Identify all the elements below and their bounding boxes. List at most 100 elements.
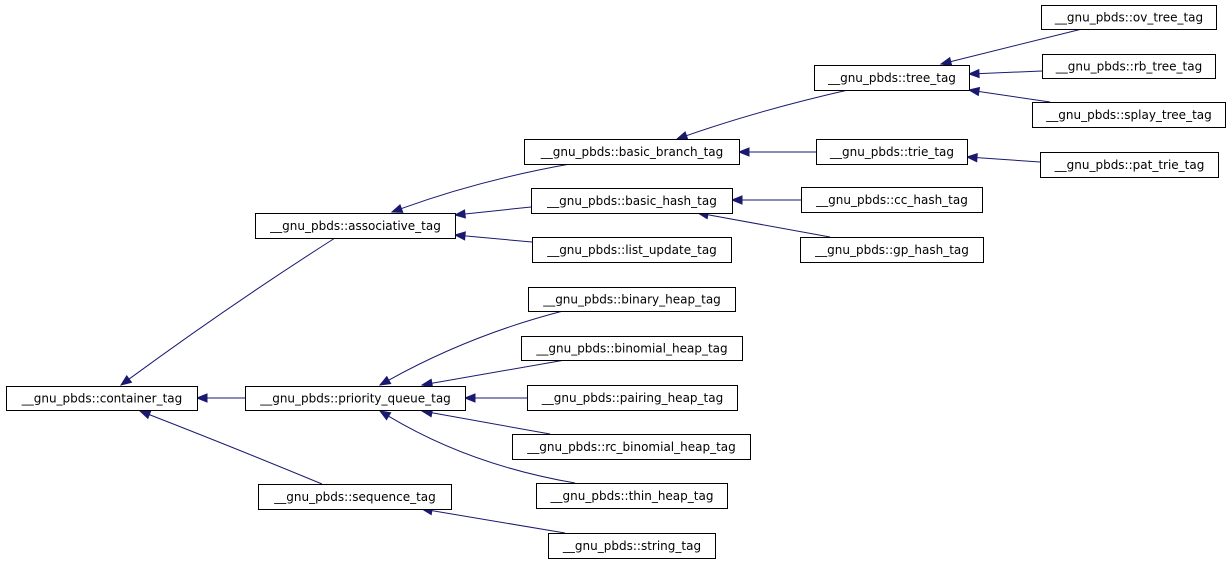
- class-node-box: [532, 237, 732, 263]
- arrowhead-icon: [390, 203, 404, 213]
- class-node-box: [1042, 54, 1216, 79]
- edge-line: [431, 359, 566, 384]
- class-node-ov-tree-tag[interactable]: __gnu_pbds::ov_tree_tag: [1041, 5, 1217, 30]
- class-node-basic-branch-tag[interactable]: __gnu_pbds::basic_branch_tag: [524, 139, 740, 165]
- class-node-tree-tag[interactable]: __gnu_pbds::tree_tag: [814, 65, 970, 91]
- arrowhead-icon: [967, 68, 980, 79]
- class-node-label: __gnu_pbds::tree_tag: [827, 71, 956, 85]
- class-node-box: [800, 237, 984, 263]
- class-node-label: __gnu_pbds::pat_trie_tag: [1054, 158, 1205, 172]
- arrowhead-icon: [119, 374, 133, 386]
- class-node-label: __gnu_pbds::rc_binomial_heap_tag: [526, 440, 736, 454]
- inheritance-edge-thin_heap_tag-to-priority_queue_tag: [378, 410, 576, 484]
- inheritance-edge-priority_queue_tag-to-container_tag: [195, 393, 245, 403]
- class-node-binomial-heap-tag[interactable]: __gnu_pbds::binomial_heap_tag: [521, 336, 743, 361]
- class-node-label: __gnu_pbds::cc_hash_tag: [815, 193, 968, 207]
- inheritance-edge-basic_branch_tag-to-associative_tag: [390, 163, 571, 213]
- inheritance-edge-binary_heap_tag-to-priority_queue_tag: [378, 310, 564, 386]
- inheritance-edge-pat_trie_tag-to-trie_tag: [965, 152, 1041, 163]
- inheritance-edge-rc_binomial_heap_tag-to-priority_queue_tag: [420, 408, 551, 435]
- class-node-box: [1041, 5, 1217, 30]
- class-node-splay-tree-tag[interactable]: __gnu_pbds::splay_tree_tag: [1032, 102, 1226, 128]
- edge-line: [431, 412, 551, 435]
- inheritance-edge-list_update_tag-to-associative_tag: [453, 231, 533, 243]
- class-node-basic-hash-tag[interactable]: __gnu_pbds::basic_hash_tag: [531, 188, 733, 214]
- edge-line: [978, 90, 1051, 103]
- nodes-layer: __gnu_pbds::container_tag __gnu_pbds::ass…: [6, 5, 1226, 559]
- edges-layer: [119, 28, 1083, 534]
- class-node-binary-heap-tag[interactable]: __gnu_pbds::binary_heap_tag: [528, 287, 736, 312]
- inheritance-edge-binomial_heap_tag-to-priority_queue_tag: [420, 359, 566, 388]
- class-node-label: __gnu_pbds::string_tag: [562, 539, 701, 553]
- edge-line: [686, 89, 849, 137]
- inheritance-edge-cc_hash_tag-to-basic_hash_tag: [730, 195, 801, 205]
- class-node-rc-binomial-heap-tag[interactable]: __gnu_pbds::rc_binomial_heap_tag: [512, 434, 751, 460]
- arrowhead-icon: [730, 195, 743, 205]
- class-node-box: [258, 484, 452, 510]
- arrowhead-icon: [138, 410, 152, 420]
- edge-line: [707, 214, 831, 238]
- class-node-thin-heap-tag[interactable]: __gnu_pbds::thin_heap_tag: [536, 483, 728, 509]
- arrowhead-icon: [195, 393, 208, 403]
- edge-line: [464, 206, 532, 215]
- class-node-pat-trie-tag[interactable]: __gnu_pbds::pat_trie_tag: [1040, 152, 1219, 178]
- inheritance-edge-splay_tree_tag-to-tree_tag: [967, 86, 1051, 103]
- class-node-box: [512, 434, 751, 460]
- class-node-box: [1040, 152, 1219, 178]
- edge-line: [388, 415, 576, 484]
- arrowhead-icon: [453, 231, 466, 241]
- class-node-box: [245, 386, 466, 411]
- arrowhead-icon: [939, 56, 953, 67]
- class-node-label: __gnu_pbds::rb_tree_tag: [1055, 60, 1202, 74]
- class-node-cc-hash-tag[interactable]: __gnu_pbds::cc_hash_tag: [801, 187, 983, 213]
- class-node-label: __gnu_pbds::splay_tree_tag: [1045, 108, 1212, 122]
- class-node-trie-tag[interactable]: __gnu_pbds::trie_tag: [816, 139, 968, 165]
- class-node-label: __gnu_pbds::basic_branch_tag: [540, 145, 724, 159]
- class-node-priority-queue-tag[interactable]: __gnu_pbds::priority_queue_tag: [245, 386, 466, 411]
- class-node-label: __gnu_pbds::pairing_heap_tag: [541, 391, 723, 405]
- class-node-label: __gnu_pbds::gp_hash_tag: [814, 243, 969, 257]
- class-node-box: [536, 483, 728, 509]
- class-node-box: [527, 385, 738, 411]
- inheritance-edge-sequence_tag-to-container_tag: [138, 410, 323, 485]
- arrowhead-icon: [463, 393, 476, 403]
- class-node-list-update-tag[interactable]: __gnu_pbds::list_update_tag: [532, 237, 732, 263]
- class-node-box: [1032, 102, 1226, 128]
- class-node-container-tag[interactable]: __gnu_pbds::container_tag: [6, 386, 198, 411]
- class-node-label: __gnu_pbds::binomial_heap_tag: [535, 342, 727, 356]
- arrowhead-icon: [737, 147, 750, 157]
- edge-line: [401, 163, 571, 210]
- class-node-rb-tree-tag[interactable]: __gnu_pbds::rb_tree_tag: [1042, 54, 1216, 79]
- class-node-associative-tag[interactable]: __gnu_pbds::associative_tag: [255, 213, 456, 239]
- class-node-label: __gnu_pbds::trie_tag: [829, 145, 954, 159]
- arrowhead-icon: [967, 86, 981, 97]
- class-node-box: [521, 336, 743, 361]
- arrowhead-icon: [965, 152, 978, 163]
- class-node-box: [524, 139, 740, 165]
- inheritance-edge-gp_hash_tag-to-basic_hash_tag: [696, 210, 831, 238]
- class-node-label: __gnu_pbds::ov_tree_tag: [1054, 11, 1203, 25]
- class-node-box: [255, 213, 456, 239]
- class-node-string-tag[interactable]: __gnu_pbds::string_tag: [548, 533, 716, 559]
- class-node-box: [548, 533, 716, 559]
- inheritance-edge-associative_tag-to-container_tag: [119, 237, 336, 386]
- class-node-box: [814, 65, 970, 91]
- class-node-label: __gnu_pbds::thin_heap_tag: [550, 489, 714, 503]
- edge-line: [128, 237, 336, 380]
- class-node-label: __gnu_pbds::priority_queue_tag: [259, 392, 451, 406]
- arrowhead-icon: [378, 410, 392, 421]
- arrowhead-icon: [675, 131, 689, 141]
- class-node-sequence-tag[interactable]: __gnu_pbds::sequence_tag: [258, 484, 452, 510]
- inheritance-edge-ov_tree_tag-to-tree_tag: [939, 28, 1083, 67]
- class-node-pairing-heap-tag[interactable]: __gnu_pbds::pairing_heap_tag: [527, 385, 738, 411]
- inheritance-edge-string_tag-to-sequence_tag: [420, 506, 566, 534]
- class-node-gp-hash-tag[interactable]: __gnu_pbds::gp_hash_tag: [800, 237, 984, 263]
- class-node-label: __gnu_pbds::basic_hash_tag: [546, 194, 717, 208]
- edge-line: [976, 157, 1041, 163]
- inheritance-edge-basic_hash_tag-to-associative_tag: [453, 206, 532, 219]
- inheritance-edge-pairing_heap_tag-to-priority_queue_tag: [463, 393, 527, 403]
- edge-line: [149, 414, 323, 485]
- edge-line: [431, 510, 566, 534]
- inheritance-edge-tree_tag-to-basic_branch_tag: [675, 89, 849, 141]
